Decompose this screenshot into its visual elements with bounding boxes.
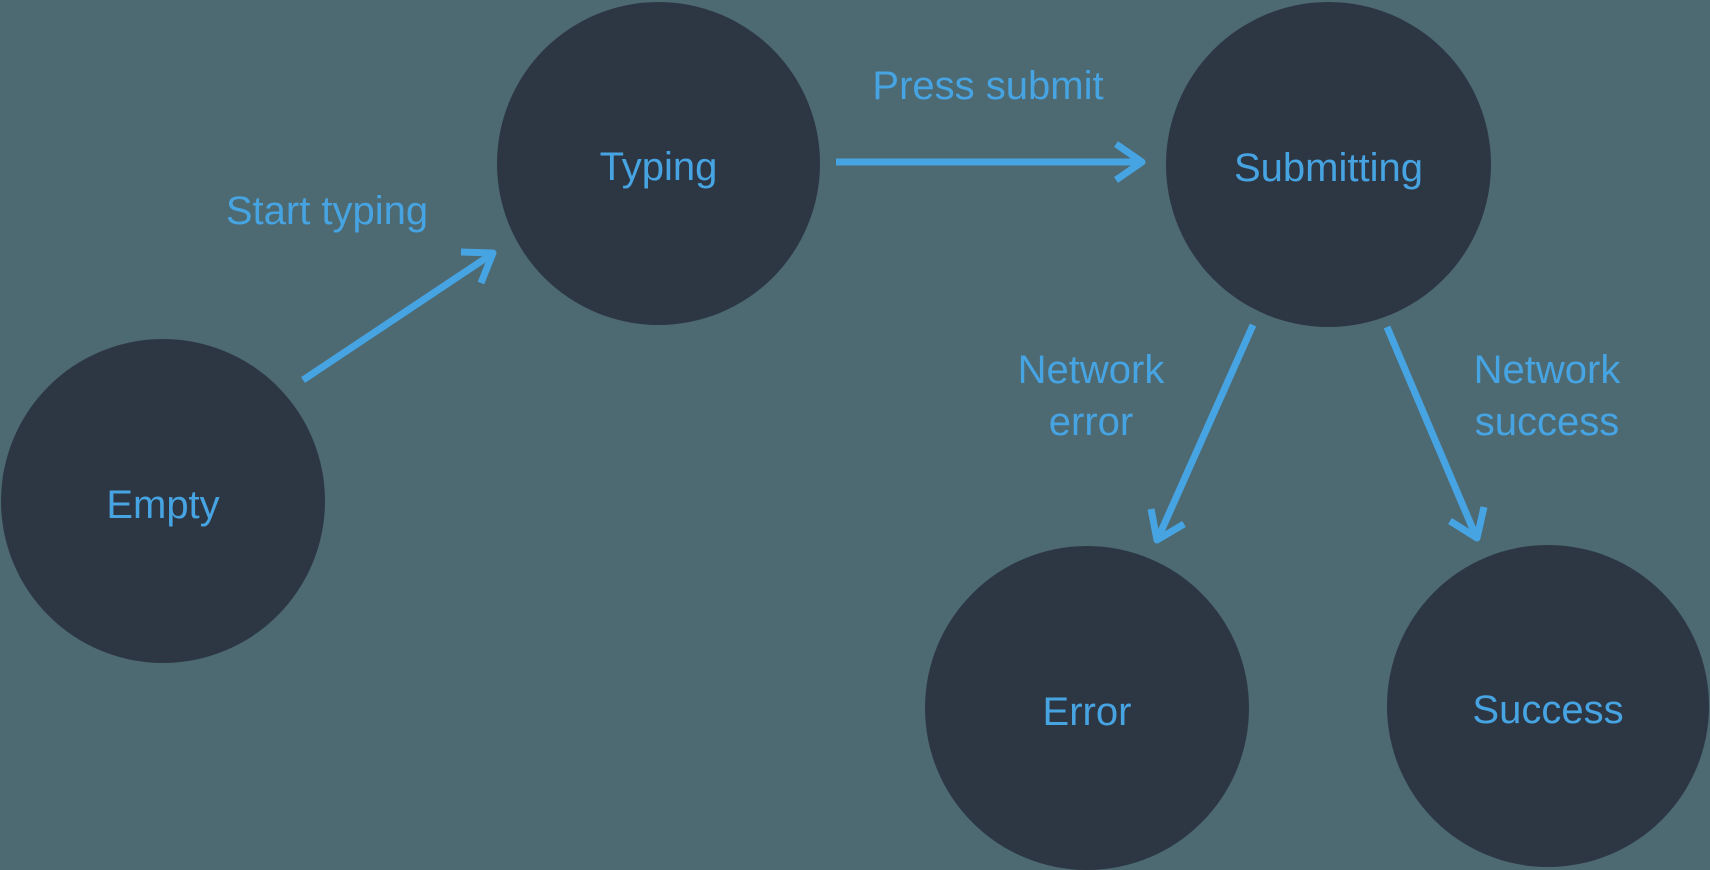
edge-label-network-error: Network error [1017, 348, 1165, 444]
state-node-empty: Empty [1, 339, 325, 663]
state-node-label: Success [1472, 687, 1624, 732]
arrow-start-typing [301, 248, 497, 383]
arrow-press-submit [836, 141, 1146, 183]
arrow-network-error [1147, 323, 1257, 544]
state-node-label: Submitting [1234, 146, 1423, 190]
state-node-error: Error [925, 546, 1249, 870]
state-node-typing: Typing [497, 2, 820, 325]
state-node-label: Error [1042, 689, 1132, 734]
state-node-submitting: Submitting [1166, 2, 1491, 327]
state-node-label: Typing [599, 145, 718, 189]
state-node-success: Success [1387, 545, 1709, 867]
edge-label-start-typing: Start typing [225, 189, 429, 233]
edge-label-network-success: Network success [1473, 348, 1621, 444]
arrow-network-success [1383, 325, 1488, 542]
state-node-label: Empty [106, 482, 220, 527]
edge-label-press-submit: Press submit [872, 64, 1104, 108]
